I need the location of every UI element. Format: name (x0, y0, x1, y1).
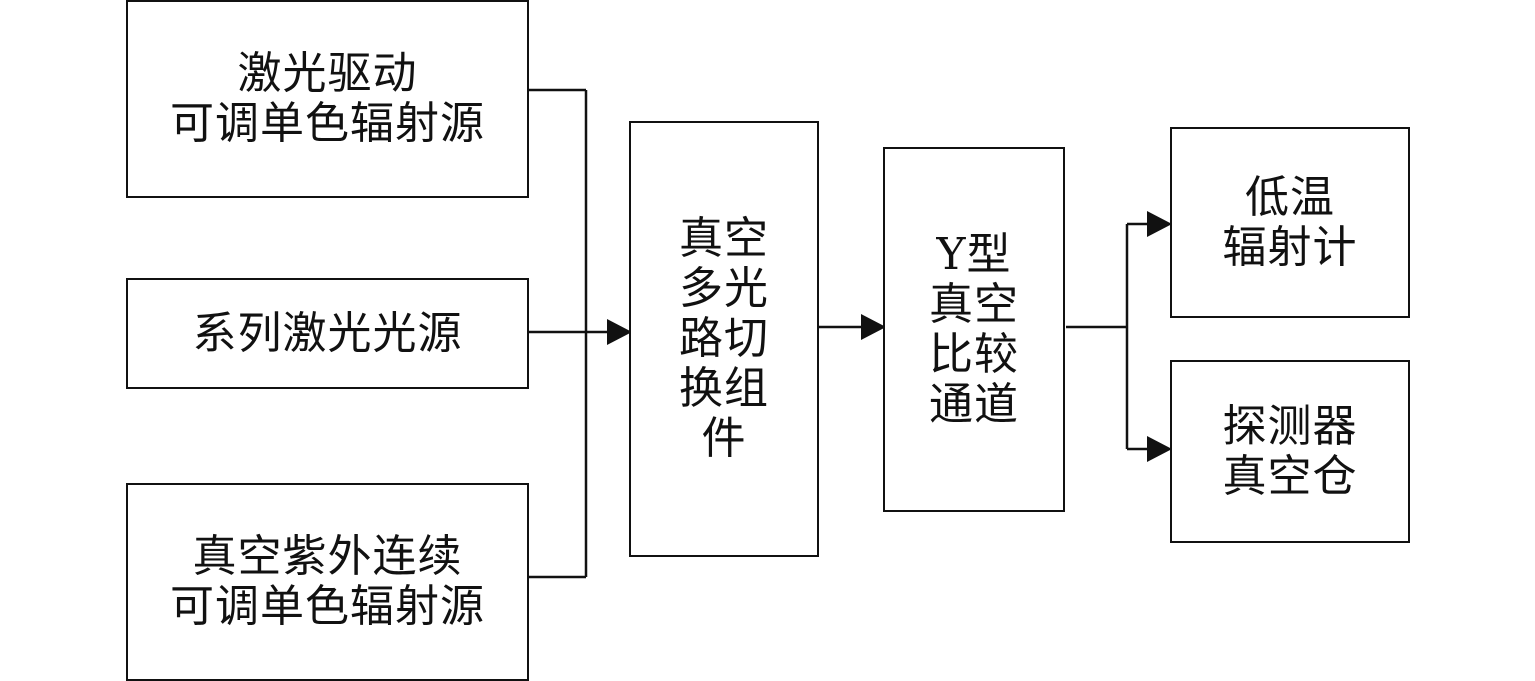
vacuum-uv-source-box: 真空紫外连续 可调单色辐射源 (126, 483, 529, 681)
switch-assembly-box: 真空 多光 路切 换组 件 (629, 121, 819, 557)
y-channel-box: Y型 真空 比较 通道 (883, 147, 1065, 512)
radiometer-label: 低温 辐射计 (1222, 171, 1358, 273)
detector-chamber-box: 探测器 真空仓 (1170, 360, 1410, 543)
vacuum-uv-source-label: 真空紫外连续 可调单色辐射源 (170, 531, 485, 632)
laser-driven-source-box: 激光驱动 可调单色辐射源 (126, 0, 529, 198)
laser-series-source-box: 系列激光光源 (126, 278, 529, 389)
laser-series-source-label: 系列激光光源 (192, 307, 463, 359)
detector-chamber-label: 探测器 真空仓 (1222, 400, 1358, 502)
arrow-into-switch (607, 319, 632, 345)
switch-assembly-label: 真空 多光 路切 换组 件 (679, 213, 769, 464)
y-channel-label: Y型 真空 比较 通道 (929, 228, 1019, 430)
arrow-into-channel (861, 314, 886, 340)
arrow-into-radiometer (1147, 211, 1172, 237)
radiometer-box: 低温 辐射计 (1170, 127, 1410, 318)
arrow-into-detector (1147, 436, 1172, 462)
laser-driven-source-label: 激光驱动 可调单色辐射源 (170, 48, 485, 149)
